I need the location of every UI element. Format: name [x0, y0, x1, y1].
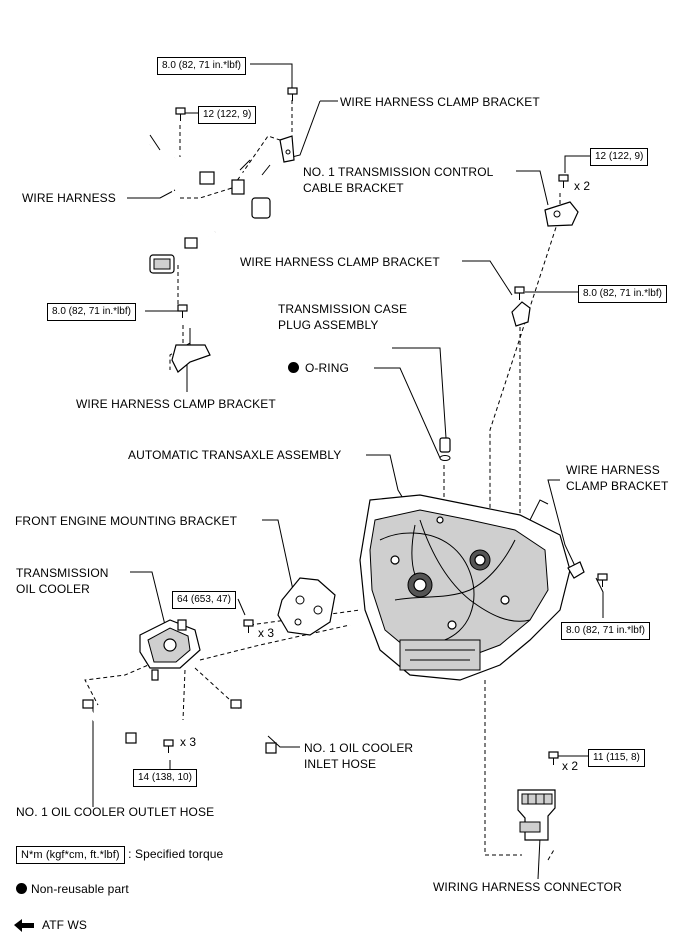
front-engine-mounting-bracket-drawing	[277, 577, 336, 636]
label-tcpa-line1: TRANSMISSION CASE	[278, 302, 408, 316]
label-oil-cooler-line2: OIL COOLER	[16, 582, 90, 596]
label-o-ring: O-RING	[288, 361, 349, 375]
plug-oring-drawing	[439, 437, 451, 461]
quantity-label: x 3	[180, 735, 197, 749]
label-clamp-bracket-lower-line2: CLAMP BRACKET	[566, 479, 669, 493]
torque-spec: 11 (115, 8)	[588, 749, 645, 767]
label-tcpa-line2: PLUG ASSEMBLY	[278, 318, 379, 332]
atf-arrow-drawing	[14, 919, 34, 932]
label-wire-harness-clamp-bracket-right: WIRE HARNESS CLAMP BRACKET	[240, 255, 440, 269]
label-wire-harness-clamp-bracket-left: WIRE HARNESS CLAMP BRACKET	[76, 397, 276, 411]
oil-cooler-drawing	[139, 619, 201, 681]
non-reusable-dot-icon	[16, 883, 27, 894]
quantity-label: x 2	[574, 179, 591, 193]
bolts	[163, 87, 608, 765]
clamp-bracket-left-drawing	[171, 328, 211, 373]
label-inlet-hose-line2: INLET HOSE	[304, 757, 377, 771]
transaxle-drawing	[359, 494, 571, 681]
clamp-bracket-right-drawing	[511, 301, 531, 327]
clamp-bracket-top-drawing	[279, 135, 295, 163]
label-o-ring-text: O-RING	[305, 361, 349, 375]
non-reusable-dot-icon	[288, 362, 299, 373]
outlet-hose-drawing	[82, 699, 137, 744]
legend-torque: N*m (kgf*cm, ft.*lbf) : Specified torque	[16, 846, 224, 864]
label-wire-harness-clamp-bracket-top: WIRE HARNESS CLAMP BRACKET	[340, 95, 540, 109]
label-wire-harness: WIRE HARNESS	[22, 191, 116, 205]
inlet-hose-drawing	[230, 699, 277, 754]
label-oil-cooler-line1: TRANSMISSION	[16, 566, 109, 580]
wire-harness-drawing	[149, 134, 271, 274]
legend-torque-desc: : Specified torque	[128, 847, 224, 861]
wiring-harness-connector-drawing	[517, 789, 556, 841]
label-clamp-bracket-lower-line1: WIRE HARNESS	[566, 463, 660, 477]
label-outlet-hose: NO. 1 OIL COOLER OUTLET HOSE	[16, 805, 215, 819]
torque-spec: 14 (138, 10)	[133, 769, 197, 787]
clamp-bracket-lower-drawing	[567, 561, 585, 579]
label-automatic-transaxle: AUTOMATIC TRANSAXLE ASSEMBLY	[128, 448, 342, 462]
label-tcc-bracket-line2: CABLE BRACKET	[303, 181, 404, 195]
legend-torque-unit: N*m (kgf*cm, ft.*lbf)	[16, 846, 125, 864]
label-front-engine-mounting-bracket: FRONT ENGINE MOUNTING BRACKET	[15, 514, 238, 528]
label-tcc-bracket-line1: NO. 1 TRANSMISSION CONTROL	[303, 165, 494, 179]
quantity-label: x 3	[258, 626, 275, 640]
torque-spec: 8.0 (82, 71 in.*lbf)	[561, 622, 650, 640]
label-inlet-hose-line1: NO. 1 OIL COOLER	[304, 741, 414, 755]
legend-non-reusable-text: Non-reusable part	[31, 882, 129, 896]
tcc-bracket-drawing	[544, 201, 579, 227]
label-wiring-harness-connector: WIRING HARNESS CONNECTOR	[433, 880, 622, 894]
legend-non-reusable: Non-reusable part	[16, 882, 129, 896]
torque-spec: 12 (122, 9)	[198, 106, 257, 124]
torque-spec: 12 (122, 9)	[590, 148, 649, 166]
legend-atf: ATF WS	[42, 918, 88, 932]
torque-spec: 8.0 (82, 71 in.*lbf)	[47, 303, 136, 321]
quantity-label: x 2	[562, 759, 579, 773]
torque-spec: 64 (653, 47)	[172, 591, 236, 609]
torque-spec: 8.0 (82, 71 in.*lbf)	[157, 57, 246, 75]
torque-spec: 8.0 (82, 71 in.*lbf)	[578, 285, 667, 303]
